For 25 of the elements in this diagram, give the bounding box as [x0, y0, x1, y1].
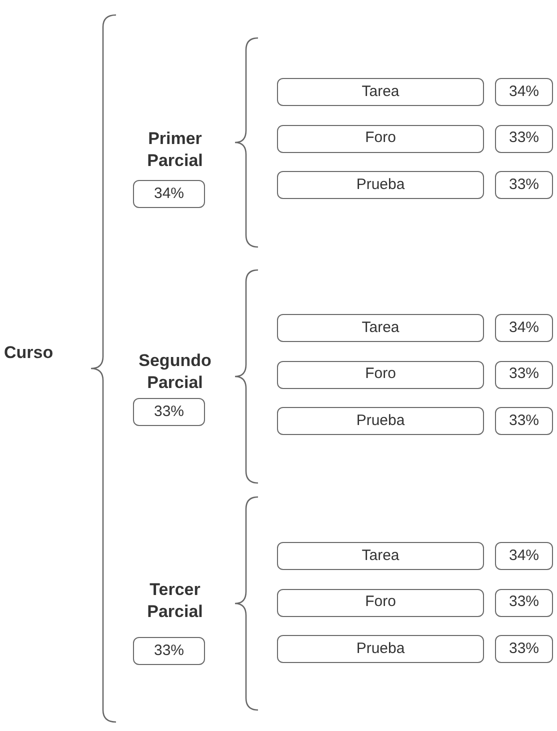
percentage-box: 33% [495, 124, 553, 152]
item-box: Foro [277, 588, 484, 616]
item-box: 34% [495, 314, 553, 342]
item-box: Prueba [277, 635, 484, 663]
percentage-box: 34% [495, 78, 553, 106]
heading: Primer Parcial [146, 128, 204, 172]
percentage-box: Prueba [277, 407, 484, 435]
percentage-box: Foro [277, 360, 484, 388]
percentage-box: 33% [495, 635, 553, 663]
percentage-box: 33% [133, 637, 205, 665]
percentage-box: 33% [133, 398, 205, 426]
item-box: Prueba [277, 171, 484, 199]
percentage-box: Tarea [277, 314, 484, 342]
item-box: 33% [495, 407, 553, 435]
item-box: Foro [277, 124, 484, 152]
percentage-box: 33% [495, 588, 553, 616]
heading: Curso [4, 342, 54, 364]
item-box: 33% [495, 360, 553, 388]
percentage-box: 33% [495, 171, 553, 199]
item-box: Tarea [277, 78, 484, 106]
heading: Segundo Parcial [138, 350, 212, 394]
percentage-box: 34% [495, 542, 553, 570]
percentage-box: 34% [133, 180, 205, 208]
item-box: Tarea [277, 542, 484, 570]
heading: Tercer Parcial [146, 579, 204, 623]
